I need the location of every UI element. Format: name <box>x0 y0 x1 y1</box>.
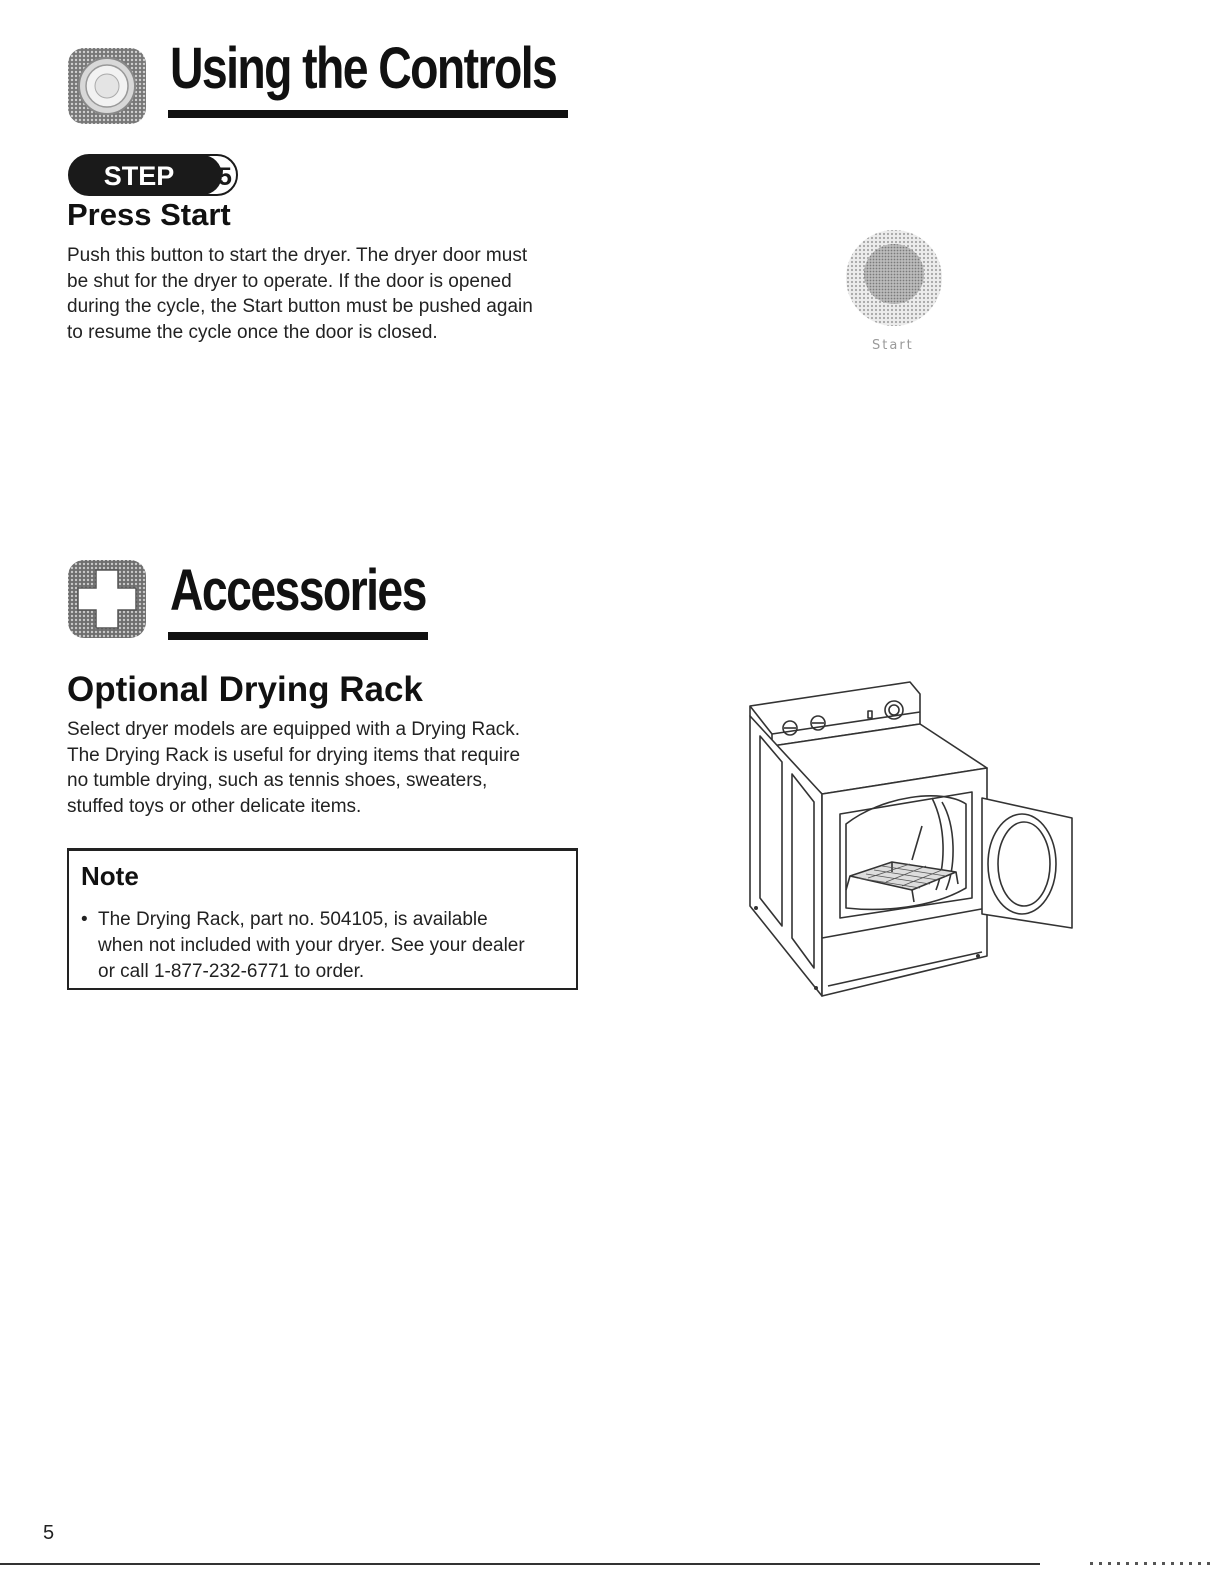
page-number: 5 <box>43 1522 55 1544</box>
bullet: • <box>81 909 88 930</box>
body-line: The Drying Rack is useful for drying ite… <box>67 744 521 766</box>
step-body: Push this button to start the dryer. The… <box>67 243 533 345</box>
plus-icon <box>68 560 146 638</box>
control-knob-icon <box>68 48 146 124</box>
dryer-with-rack-icon <box>749 681 1073 997</box>
step-number: 5 <box>218 163 232 191</box>
body-line: Push this button to start the dryer. The… <box>67 245 528 266</box>
footer-dots <box>1090 1562 1210 1565</box>
start-button-icon <box>846 230 942 326</box>
note-line: when not included with your dryer. See y… <box>98 935 525 956</box>
footer-rule <box>0 1563 1040 1565</box>
rack-heading: Optional Drying Rack <box>67 670 423 709</box>
step-heading: Press Start <box>67 197 231 232</box>
body-line: be shut for the dryer to operate. If the… <box>67 270 512 292</box>
body-line: Select dryer models are equipped with a … <box>67 719 521 740</box>
note-text: The Drying Rack, part no. 504105, is ava… <box>98 907 525 985</box>
body-line: no tumble drying, such as tennis shoes, … <box>67 770 488 791</box>
title-underline <box>168 632 428 640</box>
body-line: stuffed toys or other delicate items. <box>67 795 362 817</box>
title-underline <box>168 110 568 118</box>
note-box: Note • The Drying Rack, part no. 504105,… <box>67 848 578 990</box>
section-title: Accessories <box>170 558 427 623</box>
body-line: to resume the cycle once the door is clo… <box>67 321 438 343</box>
note-title: Note <box>81 861 139 891</box>
note-line: or call 1-877-232-6771 to order. <box>98 961 365 982</box>
body-line: during the cycle, the Start button must … <box>67 296 533 317</box>
note-line: The Drying Rack, part no. 504105, is ava… <box>98 909 488 930</box>
section-title: Using the Controls <box>170 36 558 101</box>
rack-body: Select dryer models are equipped with a … <box>67 717 520 819</box>
step-label: STEP <box>104 161 175 191</box>
start-label: Start <box>872 338 914 353</box>
step-badge: STEP 5 <box>68 154 238 196</box>
